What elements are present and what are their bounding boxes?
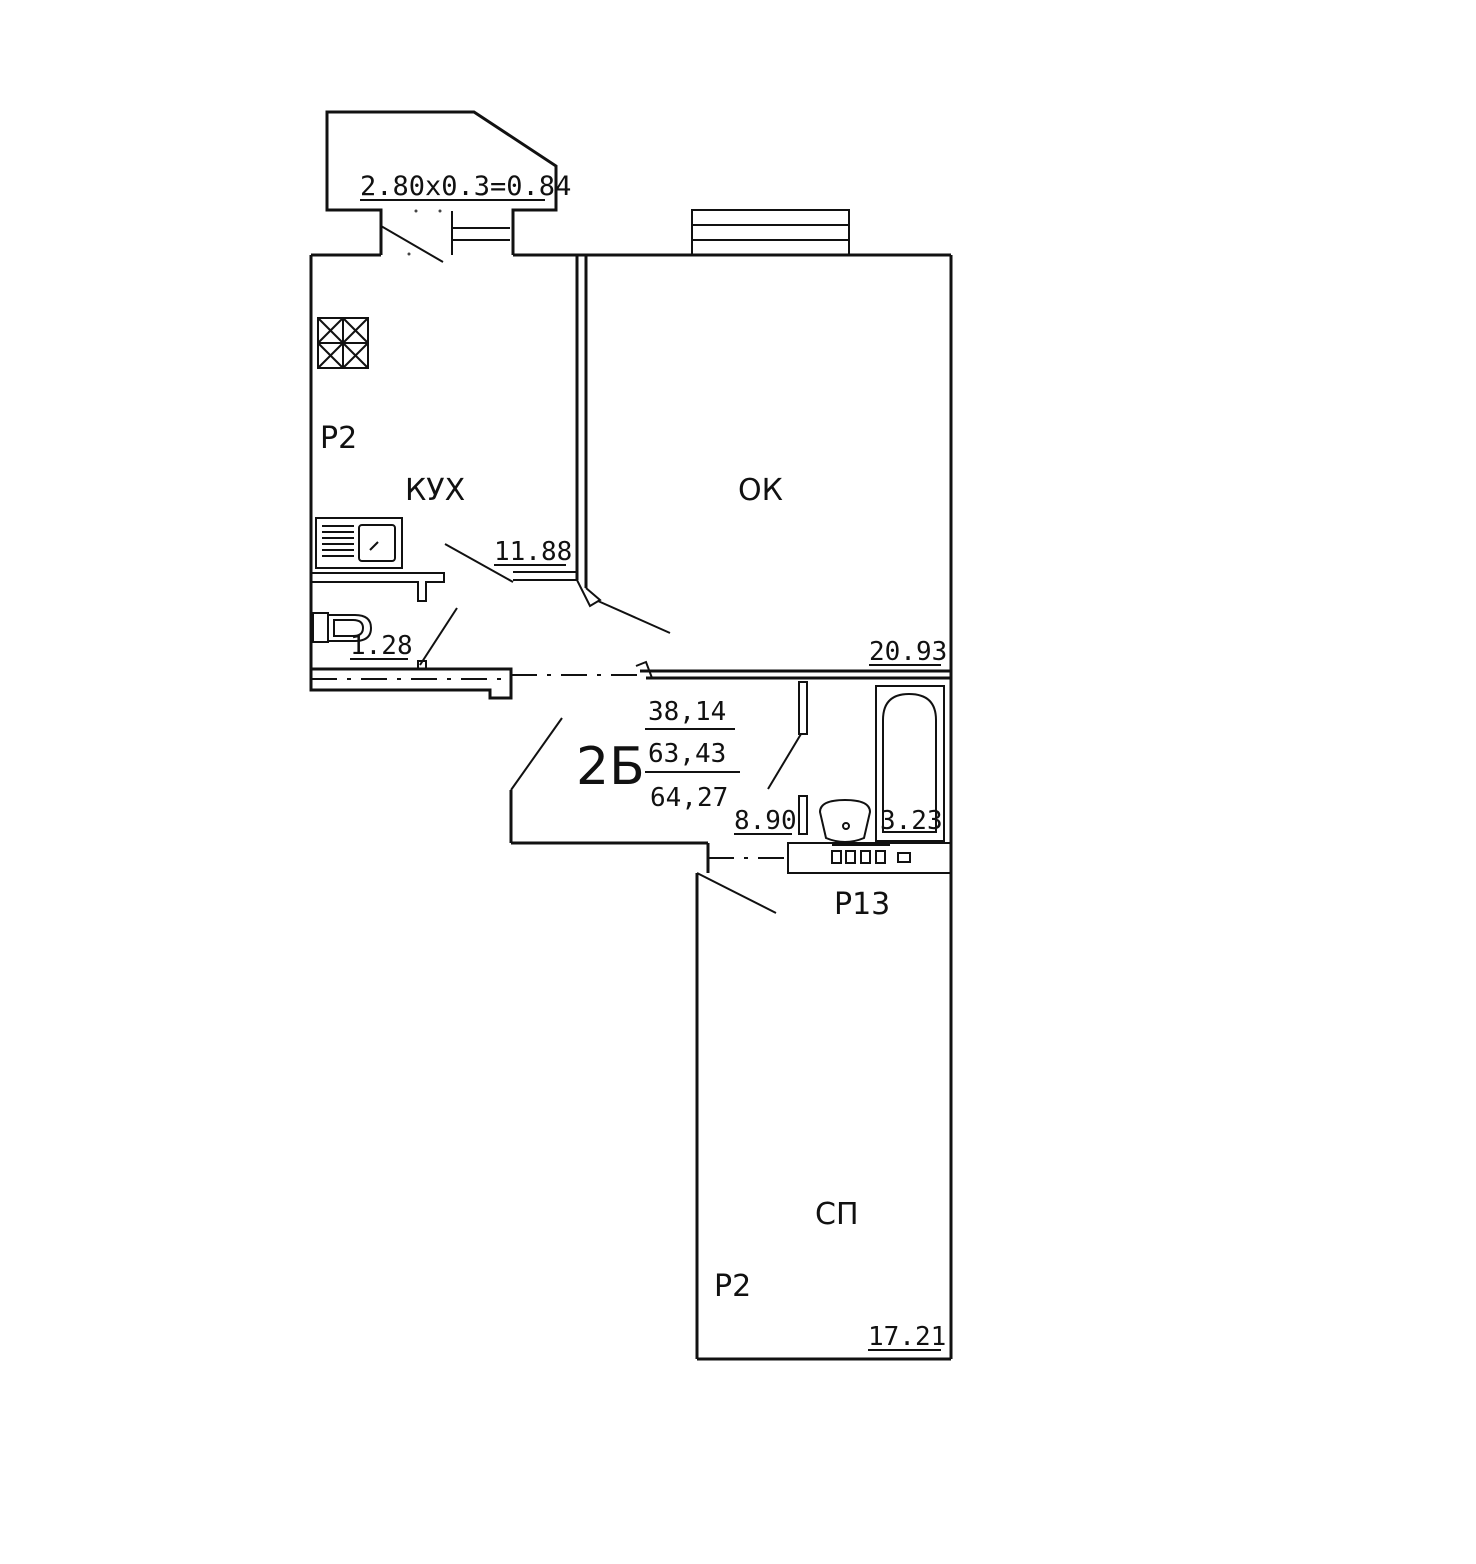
sink-icon xyxy=(315,517,403,569)
kitchen-finish: Р2 xyxy=(320,421,357,456)
balcony-dims: 2.80x0.3=0.84 xyxy=(360,171,571,202)
bathroom-area xyxy=(708,681,952,874)
partition-kitchen-living xyxy=(513,255,602,608)
apartment-type: 2Б xyxy=(576,737,645,797)
bedroom-area: 17.21 xyxy=(868,1322,946,1352)
kitchen-label: КУХ xyxy=(405,473,465,508)
hall-area: 8.90 xyxy=(734,806,797,836)
stove-icon xyxy=(317,317,369,369)
living-area: 20.93 xyxy=(869,637,947,667)
bathroom-area-label: 3.23 xyxy=(880,806,943,836)
bedroom-finish: Р2 xyxy=(714,1269,751,1304)
living-window xyxy=(691,209,850,256)
living-label: ОК xyxy=(738,473,783,508)
central-wall xyxy=(309,660,951,700)
balcony xyxy=(325,110,558,263)
apartment-total-with-balcony: 64,27 xyxy=(650,783,728,813)
kitchen-fixtures xyxy=(311,317,445,643)
apartment-living-area: 38,14 xyxy=(648,697,726,727)
toilet-area: 1.28 xyxy=(350,631,413,661)
apartment-total-area: 63,43 xyxy=(648,739,726,769)
kitchen-area: 11.88 xyxy=(494,537,572,567)
doors xyxy=(419,543,802,914)
bedroom-label: СП xyxy=(815,1197,859,1232)
outer-walls xyxy=(309,253,953,1361)
bathroom-finish: Р13 xyxy=(834,887,890,922)
toilet-icon xyxy=(312,612,373,643)
